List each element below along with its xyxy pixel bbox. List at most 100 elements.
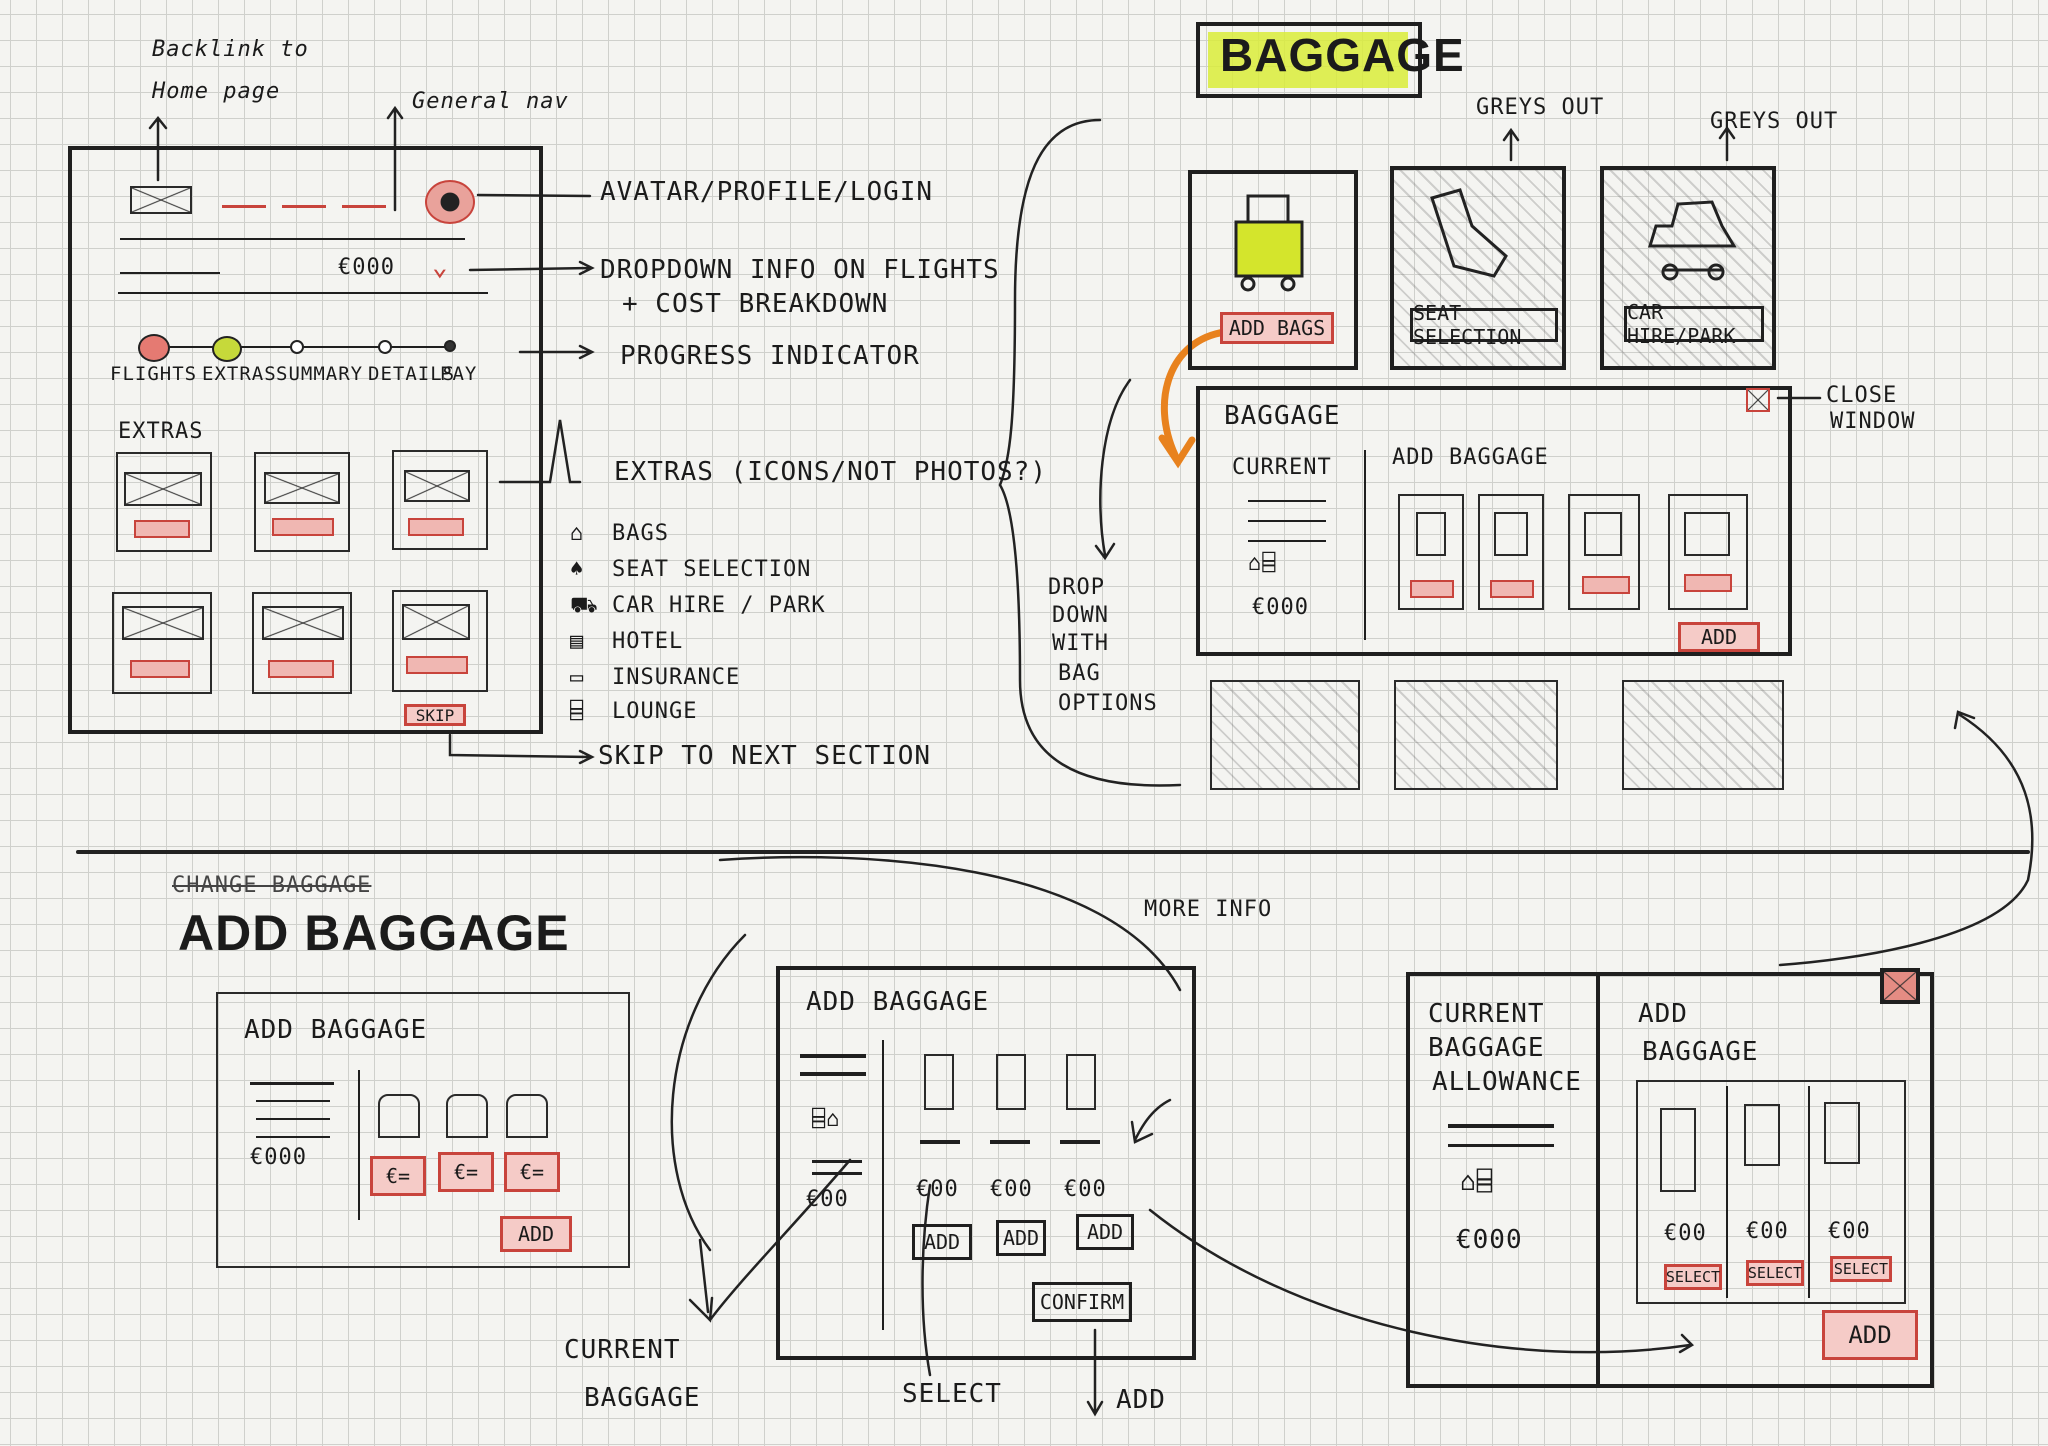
sketch-c-select-button[interactable]: SELECT bbox=[1746, 1260, 1804, 1286]
extras-section-label: EXTRAS bbox=[118, 419, 204, 444]
close-icon[interactable] bbox=[1746, 388, 1770, 412]
avatar-icon[interactable] bbox=[425, 180, 475, 224]
sketch-b-confirm-button[interactable]: CONFIRM bbox=[1032, 1282, 1132, 1322]
sketch-a-line bbox=[256, 1118, 330, 1120]
add-button[interactable]: ADD bbox=[1678, 622, 1760, 652]
extra-tile-image bbox=[262, 606, 344, 640]
step-label-extras: EXTRAS bbox=[202, 363, 277, 385]
sketch-b-add-button[interactable]: ADD bbox=[996, 1220, 1046, 1256]
baggage-option[interactable] bbox=[1568, 494, 1640, 610]
sketch-c-option-price: €00 bbox=[1664, 1221, 1707, 1246]
baggage-option-button[interactable] bbox=[1410, 580, 1454, 598]
baggage-option-button[interactable] bbox=[1490, 580, 1534, 598]
add-bags-button[interactable]: ADD BAGS bbox=[1220, 312, 1334, 344]
logo-placeholder[interactable] bbox=[130, 186, 192, 214]
sketch-a-option-button[interactable]: €= bbox=[504, 1152, 560, 1192]
bag-icon bbox=[1744, 1104, 1780, 1166]
close-icon[interactable] bbox=[1880, 968, 1920, 1004]
sketch-a-line bbox=[256, 1100, 330, 1102]
chevron-down-icon[interactable]: ⌄ bbox=[432, 252, 449, 282]
current-label: CURRENT bbox=[1232, 455, 1332, 480]
extra-tile[interactable] bbox=[112, 592, 212, 694]
progress-step-extras[interactable] bbox=[212, 336, 242, 362]
bag-icon bbox=[1660, 1108, 1696, 1192]
legend-lounge: LOUNGE bbox=[612, 699, 698, 724]
annotation-close-1: CLOSE bbox=[1826, 383, 1898, 408]
sketch-c-option-divider bbox=[1726, 1086, 1728, 1298]
sketch-c-select-button[interactable]: SELECT bbox=[1664, 1264, 1722, 1290]
extra-tile-button[interactable] bbox=[268, 660, 334, 678]
sketch-b-option-price: €00 bbox=[990, 1177, 1033, 1202]
current-bag-icons: ⌂⌸ bbox=[1248, 551, 1277, 576]
car-icon bbox=[1647, 200, 1737, 281]
progress-step-pay[interactable] bbox=[444, 340, 456, 352]
step-label-pay: PAY bbox=[440, 363, 478, 385]
legend-car-icon: ⛟ bbox=[570, 593, 599, 618]
current-info-line bbox=[1248, 520, 1326, 522]
bag-icon bbox=[1416, 512, 1446, 556]
extra-tile[interactable] bbox=[254, 452, 350, 552]
annotation-current-baggage-1: CURRENT bbox=[564, 1335, 681, 1365]
baggage-option[interactable] bbox=[1478, 494, 1544, 610]
extra-tile-image bbox=[264, 472, 340, 504]
extra-tile-button[interactable] bbox=[408, 518, 464, 536]
sketch-a-option-button[interactable]: €= bbox=[438, 1152, 494, 1192]
extra-tile[interactable] bbox=[392, 450, 488, 550]
baggage-option-button[interactable] bbox=[1684, 574, 1732, 592]
seat-selection-button[interactable]: SEAT SELECTION bbox=[1410, 301, 1558, 349]
baggage-panel bbox=[1196, 386, 1792, 656]
sketch-c-add-button[interactable]: ADD bbox=[1822, 1310, 1918, 1360]
sketch-c-option-price: €00 bbox=[1828, 1219, 1871, 1244]
bag-icon bbox=[1494, 512, 1528, 556]
annotation-greys-out-1: GREYS OUT bbox=[1476, 95, 1605, 120]
card-car-hire[interactable] bbox=[1600, 166, 1776, 370]
car-hire-button[interactable]: CAR HIRE/PARK bbox=[1624, 300, 1764, 348]
card-add-bags[interactable] bbox=[1188, 170, 1358, 370]
extra-tile-button[interactable] bbox=[272, 518, 334, 536]
annotation-progress: PROGRESS INDICATOR bbox=[620, 341, 920, 371]
sketch-c-line bbox=[1448, 1124, 1554, 1128]
sketch-b-add-button[interactable]: ADD bbox=[912, 1224, 972, 1260]
sketch-b-option-price: €00 bbox=[916, 1177, 959, 1202]
progress-step-details[interactable] bbox=[378, 340, 392, 354]
sketch-c-current-title-3: ALLOWANCE bbox=[1432, 1067, 1582, 1097]
sketch-b-line bbox=[920, 1140, 960, 1144]
bag-icon bbox=[1684, 512, 1730, 556]
current-price: €000 bbox=[1252, 595, 1309, 620]
baggage-option[interactable] bbox=[1398, 494, 1464, 610]
extra-tile[interactable] bbox=[116, 452, 212, 552]
add-baggage-heading: ADD BAGGAGE bbox=[178, 905, 570, 961]
extra-tile[interactable] bbox=[392, 590, 488, 692]
extra-tile-button[interactable] bbox=[134, 520, 190, 538]
legend-insurance-icon: ▭ bbox=[570, 665, 585, 690]
annotation-current-baggage-2: BAGGAGE bbox=[584, 1383, 701, 1413]
baggage-option-button[interactable] bbox=[1582, 576, 1630, 594]
annotation-extras: EXTRAS (ICONS/NOT PHOTOS?) bbox=[614, 457, 1047, 487]
sketch-b-current-price: €00 bbox=[806, 1187, 849, 1212]
extra-tile-image bbox=[124, 472, 202, 506]
annotation-skip: SKIP TO NEXT SECTION bbox=[598, 741, 932, 771]
annotation-general-nav: General nav bbox=[412, 89, 569, 114]
extra-tile-button[interactable] bbox=[130, 660, 190, 678]
flight-info-line bbox=[120, 272, 220, 274]
sketch-c-select-button[interactable]: SELECT bbox=[1830, 1256, 1892, 1282]
extra-tile[interactable] bbox=[252, 592, 352, 694]
general-nav-line[interactable] bbox=[222, 205, 402, 208]
sketch-a-option-button[interactable]: €= bbox=[370, 1156, 426, 1196]
card-seat-selection[interactable] bbox=[1390, 166, 1566, 370]
skip-button[interactable]: SKIP bbox=[404, 704, 466, 726]
sketch-c-current-title-1: CURRENT bbox=[1428, 999, 1545, 1029]
sketch-c-options-box bbox=[1636, 1080, 1906, 1304]
extra-tile-button[interactable] bbox=[406, 656, 468, 674]
progress-step-flights[interactable] bbox=[138, 334, 170, 362]
price-total[interactable]: €000 bbox=[338, 255, 395, 280]
progress-step-summary[interactable] bbox=[290, 340, 304, 354]
sketch-b-add-button[interactable]: ADD bbox=[1076, 1214, 1134, 1250]
legend-bag-icon: ⌂ bbox=[570, 521, 585, 546]
sketch-a-add-button[interactable]: ADD bbox=[500, 1216, 572, 1252]
baggage-option[interactable] bbox=[1668, 494, 1748, 610]
bag-icon bbox=[924, 1054, 954, 1110]
step-label-flights: FLIGHTS bbox=[110, 363, 198, 385]
sketch-b-panel bbox=[776, 966, 1196, 1360]
